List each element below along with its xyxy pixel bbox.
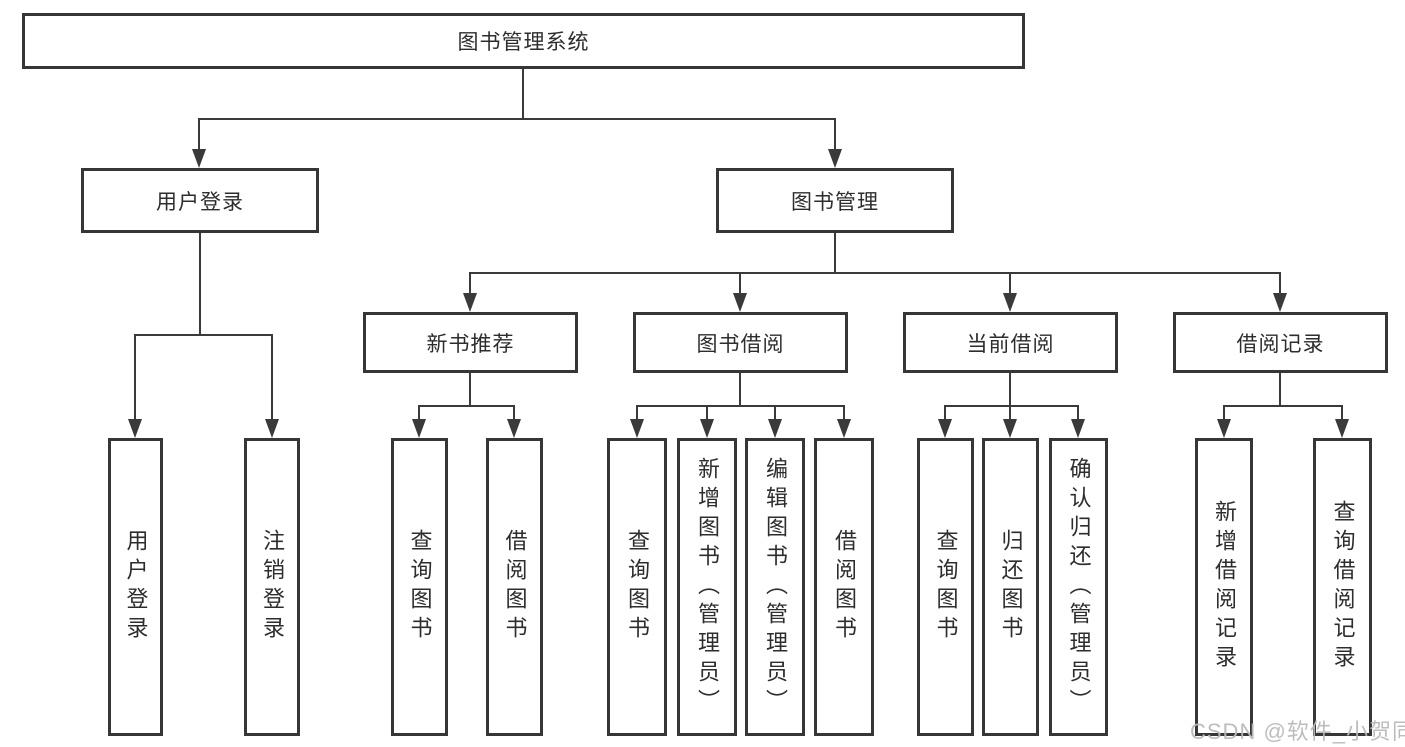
connector-line <box>834 233 836 272</box>
arrowhead-down-icon <box>733 293 747 312</box>
connector-line <box>1077 405 1079 421</box>
leaf-label: 查询图书 <box>933 529 959 645</box>
node-user-login: 用户登录 <box>81 168 319 233</box>
arrowhead-down-icon <box>837 419 851 438</box>
csdn-watermark: CSDN @软件_小贺同学 <box>1190 719 1405 744</box>
connector-line <box>198 118 200 151</box>
connector-line <box>134 334 136 421</box>
connector-line <box>843 405 845 421</box>
connector-line <box>1009 373 1011 405</box>
arrowhead-down-icon <box>938 419 952 438</box>
node-book-management: 图书管理 <box>716 168 954 233</box>
leaf-borrow-books: 借阅图书 <box>814 438 874 736</box>
connector-line <box>1009 405 1011 421</box>
connector-line <box>271 334 273 421</box>
leaf-label: 确认归还（管理员） <box>1066 456 1092 718</box>
arrowhead-down-icon <box>192 149 206 168</box>
arrowhead-down-icon <box>1335 419 1349 438</box>
connector-line <box>739 272 741 295</box>
arrowhead-down-icon <box>1003 293 1017 312</box>
connector-line <box>1009 272 1011 295</box>
connector-line <box>198 118 836 120</box>
leaf-label: 借阅图书 <box>832 529 857 645</box>
node-label: 新书推荐 <box>426 332 515 356</box>
connector-line <box>199 233 201 334</box>
connector-line <box>1341 405 1343 421</box>
connector-line <box>739 373 741 405</box>
connector-line <box>469 373 471 405</box>
leaf-query-books-current: 查询图书 <box>917 438 974 736</box>
connector-line <box>834 118 836 151</box>
node-label: 用户登录 <box>156 190 244 214</box>
node-label: 当前借阅 <box>966 332 1055 356</box>
leaf-query-borrow-record: 查询借阅记录 <box>1313 438 1372 736</box>
leaf-return-books: 归还图书 <box>982 438 1039 736</box>
connector-line <box>774 405 776 421</box>
node-label: 图书管理系统 <box>457 31 590 54</box>
leaf-borrow-books-recommendation: 借阅图书 <box>486 438 543 736</box>
connector-line <box>636 405 845 407</box>
arrowhead-down-icon <box>265 419 279 438</box>
arrowhead-down-icon <box>463 293 477 312</box>
connector-line <box>706 405 708 421</box>
connector-line <box>522 69 524 118</box>
leaf-label: 新增借阅记录 <box>1212 500 1237 674</box>
arrowhead-down-icon <box>768 419 782 438</box>
node-current-borrowing: 当前借阅 <box>903 312 1118 373</box>
node-book-borrowing: 图书借阅 <box>633 312 848 373</box>
leaf-confirm-return-admin: 确认归还（管理员） <box>1049 438 1108 736</box>
arrowhead-down-icon <box>128 419 142 438</box>
node-label: 借阅记录 <box>1236 332 1325 356</box>
node-new-book-recommendation: 新书推荐 <box>363 312 578 373</box>
connector-line <box>469 272 471 295</box>
connector-line <box>944 405 946 421</box>
leaf-label: 编辑图书（管理员） <box>763 456 788 718</box>
connector-line <box>513 405 515 421</box>
arrowhead-down-icon <box>412 419 426 438</box>
arrowhead-down-icon <box>507 419 521 438</box>
connector-line <box>1223 405 1225 421</box>
leaf-label: 归还图书 <box>998 529 1024 645</box>
node-label: 图书管理 <box>791 190 879 214</box>
leaf-add-books-admin: 新增图书（管理员） <box>677 438 737 736</box>
arrowhead-down-icon <box>630 419 644 438</box>
leaf-logout: 注销登录 <box>244 438 300 736</box>
arrowhead-down-icon <box>828 149 842 168</box>
arrowhead-down-icon <box>700 419 714 438</box>
connector-line <box>944 405 1079 407</box>
connector-line <box>418 405 515 407</box>
leaf-label: 新增图书（管理员） <box>695 456 720 718</box>
arrowhead-down-icon <box>1003 419 1017 438</box>
connector-line <box>1223 405 1343 407</box>
leaf-query-books-borrowing: 查询图书 <box>607 438 667 736</box>
arrowhead-down-icon <box>1273 293 1287 312</box>
leaf-query-books-recommendation: 查询图书 <box>391 438 448 736</box>
leaf-label: 查询图书 <box>625 529 650 645</box>
node-label: 图书借阅 <box>696 332 785 356</box>
leaf-label: 查询图书 <box>407 529 433 645</box>
connector-line <box>1279 373 1281 405</box>
leaf-edit-books-admin: 编辑图书（管理员） <box>745 438 805 736</box>
leaf-label: 注销登录 <box>260 529 285 645</box>
leaf-label: 查询借阅记录 <box>1330 500 1356 674</box>
connector-line <box>1279 272 1281 295</box>
leaf-label: 借阅图书 <box>502 529 528 645</box>
connector-line <box>134 334 273 336</box>
arrowhead-down-icon <box>1071 419 1085 438</box>
node-borrowing-records: 借阅记录 <box>1173 312 1388 373</box>
arrowhead-down-icon <box>1217 419 1231 438</box>
leaf-add-borrow-record: 新增借阅记录 <box>1195 438 1253 736</box>
node-library-management-system: 图书管理系统 <box>22 13 1025 69</box>
connector-line <box>469 272 1281 274</box>
connector-line <box>418 405 420 421</box>
leaf-user-login: 用户登录 <box>108 438 163 736</box>
connector-line <box>636 405 638 421</box>
leaf-label: 用户登录 <box>123 529 149 645</box>
